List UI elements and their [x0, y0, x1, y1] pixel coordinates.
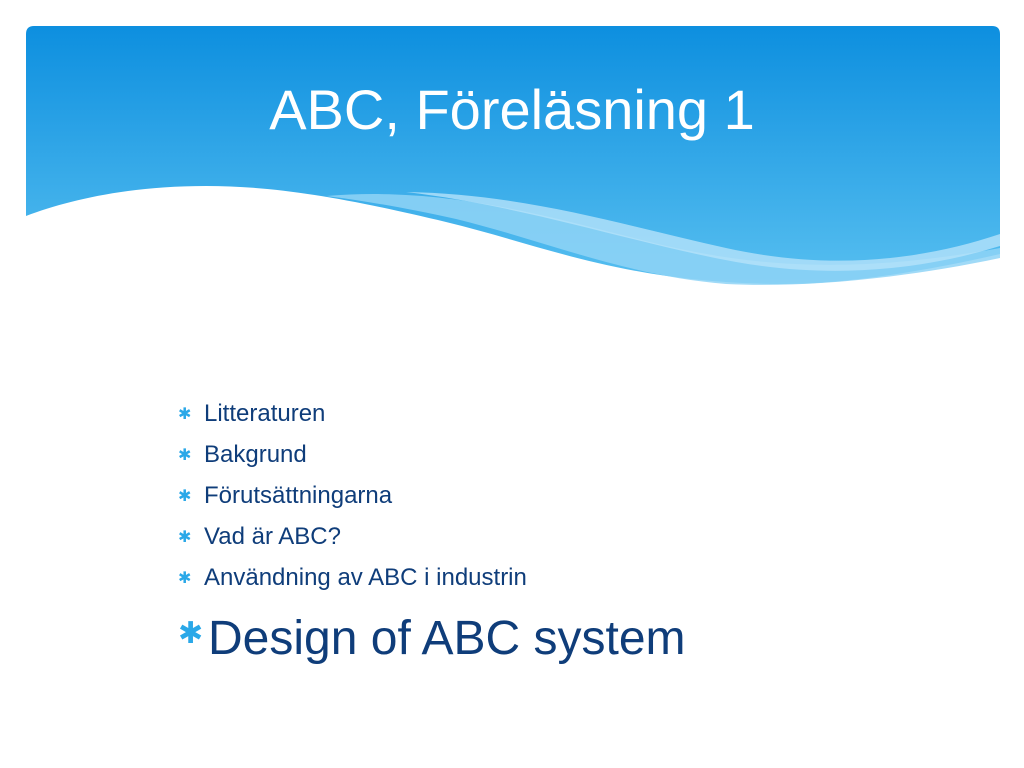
header-wave-banner — [26, 26, 1000, 286]
list-item: ✱ Vad är ABC? — [178, 516, 686, 557]
bullet-text: Litteraturen — [204, 399, 326, 427]
highlight-list-item: ✱ Design of ABC system — [178, 602, 686, 674]
asterisk-bullet-icon: ✱ — [178, 404, 192, 423]
bullet-text: Användning av ABC i industrin — [204, 563, 527, 591]
slide-title: ABC, Föreläsning 1 — [269, 78, 755, 141]
list-item: ✱ Förutsättningarna — [178, 475, 686, 516]
asterisk-bullet-icon: ✱ — [178, 527, 192, 546]
asterisk-bullet-icon: ✱ — [178, 615, 204, 651]
asterisk-bullet-icon: ✱ — [178, 568, 192, 587]
list-item: ✱ Bakgrund — [178, 434, 686, 475]
list-item: ✱ Litteraturen — [178, 393, 686, 434]
header-wave-graphic — [26, 26, 1000, 285]
bullet-text: Förutsättningarna — [204, 481, 393, 509]
list-item: ✱ Användning av ABC i industrin — [178, 557, 686, 598]
bullet-text: Vad är ABC? — [204, 522, 341, 550]
asterisk-bullet-icon: ✱ — [178, 486, 192, 505]
highlight-text: Design of ABC system — [208, 611, 686, 665]
bullet-list: ✱ Litteraturen ✱ Bakgrund ✱ Förutsättnin… — [178, 393, 686, 674]
bullet-text: Bakgrund — [204, 440, 307, 468]
asterisk-bullet-icon: ✱ — [178, 445, 192, 464]
